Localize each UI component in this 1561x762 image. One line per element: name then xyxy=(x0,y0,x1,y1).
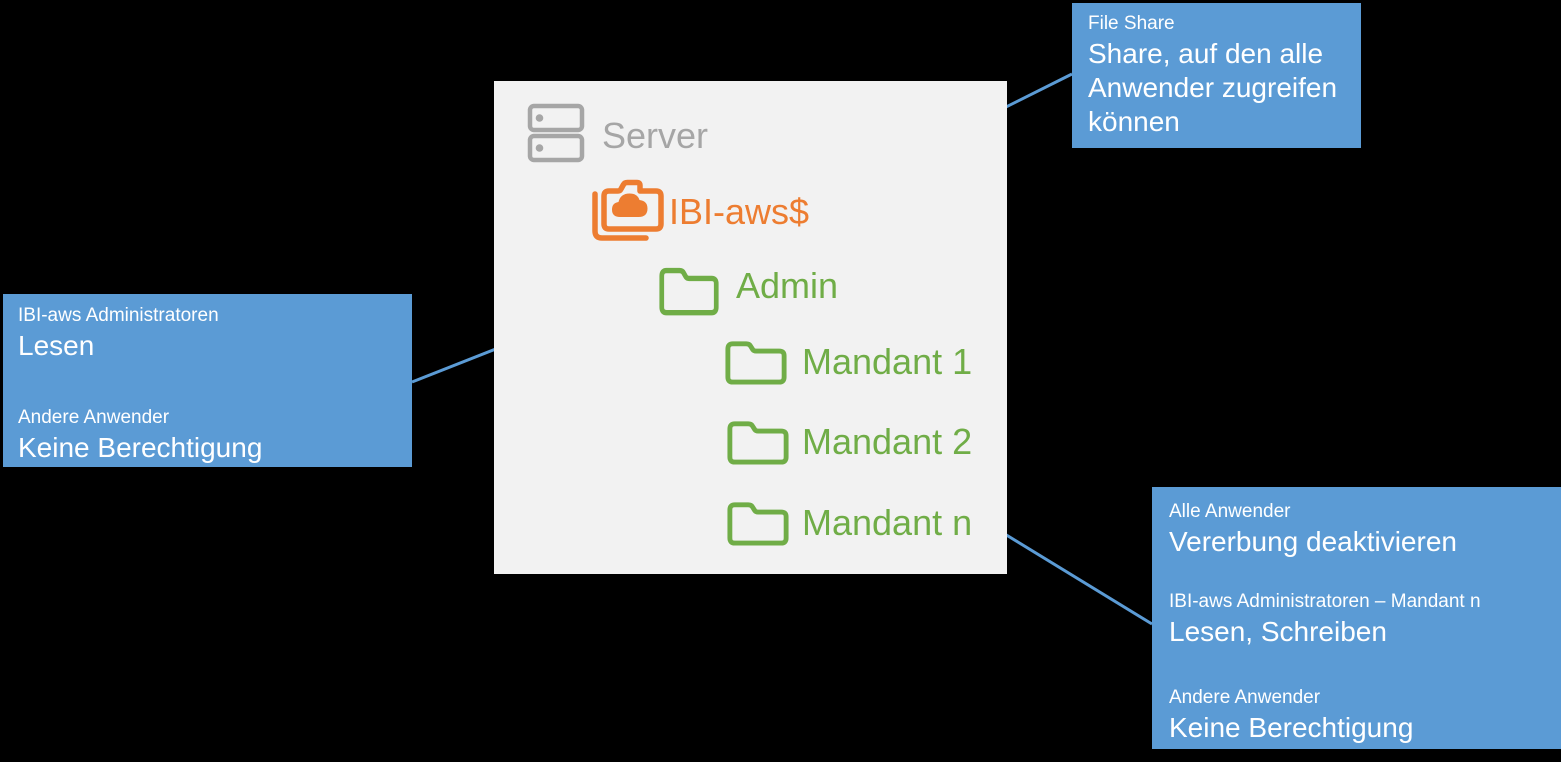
callout-admin-permissions: IBI-aws Administratoren Lesen Andere Anw… xyxy=(3,294,412,467)
callout-file-share: File Share Share, auf den alle Anwender … xyxy=(1072,3,1361,148)
permission-section: Alle Anwender Vererbung deaktivieren xyxy=(1169,499,1544,559)
permission-section: Andere Anwender Keine Berechtigung xyxy=(1169,685,1544,745)
permission-value: Lesen xyxy=(18,330,95,361)
permission-value: Keine Berechtigung xyxy=(18,432,263,463)
folder-label-mandant-2: Mandant 2 xyxy=(802,421,973,462)
permission-group: Andere Anwender xyxy=(1169,687,1321,708)
permission-value: Vererbung deaktivieren xyxy=(1169,526,1457,557)
arrow-mandant-permissions-to-mandant-n-folder xyxy=(987,523,1153,626)
callout-mandant-n-permissions: Alle Anwender Vererbung deaktivieren IBI… xyxy=(1152,487,1561,749)
permission-section: IBI-aws Administratoren Lesen xyxy=(18,303,397,363)
callout-title: File Share xyxy=(1088,13,1175,34)
permission-section: IBI-aws Administratoren – Mandant n Lese… xyxy=(1169,589,1544,649)
permission-group: IBI-aws Administratoren – Mandant n xyxy=(1169,591,1481,612)
folder-label-admin: Admin xyxy=(736,265,839,306)
permission-value: Lesen, Schreiben xyxy=(1169,616,1387,647)
permission-group: Alle Anwender xyxy=(1169,501,1291,522)
folder-label-mandant-n: Mandant n xyxy=(802,502,973,543)
permission-group: Andere Anwender xyxy=(18,407,170,428)
server-panel: Server IBI-aws$ Admin Mandant 1 Mandant … xyxy=(494,81,1007,574)
server-icon xyxy=(527,103,585,163)
folder-icon xyxy=(727,502,789,546)
folder-icon xyxy=(727,421,789,465)
folder-icon xyxy=(659,267,719,316)
folder-label-mandant-1: Mandant 1 xyxy=(802,341,973,382)
permission-group: IBI-aws Administratoren xyxy=(18,305,219,326)
shared-cloud-folder-icon xyxy=(592,179,664,241)
share-folder-label: IBI-aws$ xyxy=(669,191,810,232)
permission-section: Andere Anwender Keine Berechtigung xyxy=(18,405,397,465)
folder-icon xyxy=(725,341,787,385)
permission-value: Keine Berechtigung xyxy=(1169,712,1414,743)
server-label: Server xyxy=(602,115,709,156)
callout-body: Share, auf den alle Anwender zugreifen k… xyxy=(1088,38,1338,137)
